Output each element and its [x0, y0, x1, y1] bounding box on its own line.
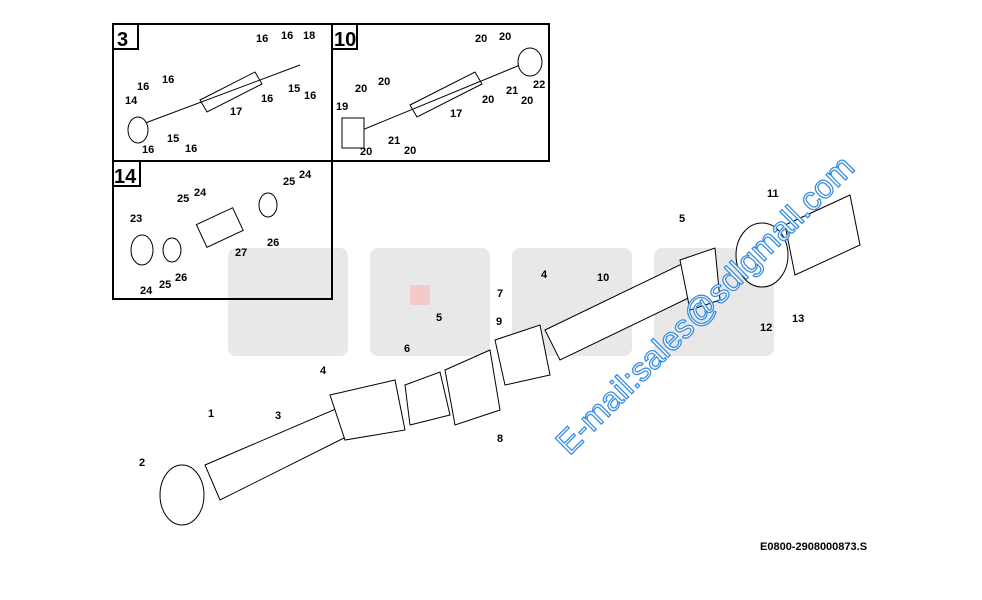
part-callout: 3: [275, 410, 281, 422]
inset-3-callout: 16: [137, 81, 149, 93]
part-callout: 4: [320, 365, 327, 377]
part-callout: 4: [541, 269, 548, 281]
inset-14-callout: 26: [175, 272, 187, 284]
inset-3-label: 3: [117, 29, 128, 51]
inset-10-label: 10: [334, 29, 356, 51]
inset-3-callout: 16: [185, 143, 197, 155]
inset-10-callout: 20: [499, 31, 511, 43]
inset-3-callout: 18: [303, 30, 315, 42]
inset-14-callout: 24: [140, 285, 153, 297]
inset-3-callout: 16: [256, 33, 268, 45]
inset-14-callout: 27: [235, 247, 247, 259]
inset-3-callout: 16: [261, 93, 273, 105]
inset-10-callout: 20: [475, 33, 487, 45]
part-callout: 10: [597, 272, 609, 284]
inset-10-callout: 21: [388, 135, 400, 147]
part-callout: 5: [679, 213, 685, 225]
part-callout: 1: [208, 408, 214, 420]
inset-10-callout: 20: [482, 94, 494, 106]
inset-10-callout: 19: [336, 101, 348, 113]
inset-14-callout: 24: [299, 169, 312, 181]
inset-10-callout: 22: [533, 79, 545, 91]
inset-10-callout: 20: [360, 146, 372, 158]
part-drawings: [127, 47, 861, 526]
part-callout: 8: [497, 433, 503, 445]
part-callout: 9: [496, 316, 502, 328]
part-callout: 7: [497, 288, 503, 300]
part-callout: 6: [404, 343, 410, 355]
inset-10-callout: 21: [506, 85, 518, 97]
inset-3-callout: 14: [125, 95, 138, 107]
inset-10-callout: 17: [450, 108, 462, 120]
inset-14-callout: 25: [159, 279, 171, 291]
inset-10-callout: 20: [355, 83, 367, 95]
part-callout: 12: [760, 322, 772, 334]
inset-3-callout: 16: [304, 90, 316, 102]
inset-14-label: 14: [114, 166, 137, 188]
part-callout: 13: [792, 313, 804, 325]
inset-14-callout: 24: [194, 187, 207, 199]
inset-14-callout: 23: [130, 213, 142, 225]
inset-3-callout: 15: [167, 133, 179, 145]
inset-3-callout: 15: [288, 83, 300, 95]
inset-3-callout: 16: [142, 144, 154, 156]
inset-3-callout: 16: [281, 30, 293, 42]
part-callout: 11: [767, 188, 779, 200]
part-callout: 2: [139, 457, 145, 469]
inset-10-callout: 20: [378, 76, 390, 88]
inset-10-callout: 20: [404, 145, 416, 157]
inset-14-callout: 25: [177, 193, 189, 205]
diagram-code: E0800-2908000873.S: [760, 541, 868, 553]
inset-10-callout: 20: [521, 95, 533, 107]
inset-frames: [112, 23, 550, 300]
inset-14-callout: 25: [283, 176, 295, 188]
inset-14-callout: 26: [267, 237, 279, 249]
inset-3-callout: 17: [230, 106, 242, 118]
part-callout: 5: [436, 312, 442, 324]
inset-3-callout: 16: [162, 74, 174, 86]
